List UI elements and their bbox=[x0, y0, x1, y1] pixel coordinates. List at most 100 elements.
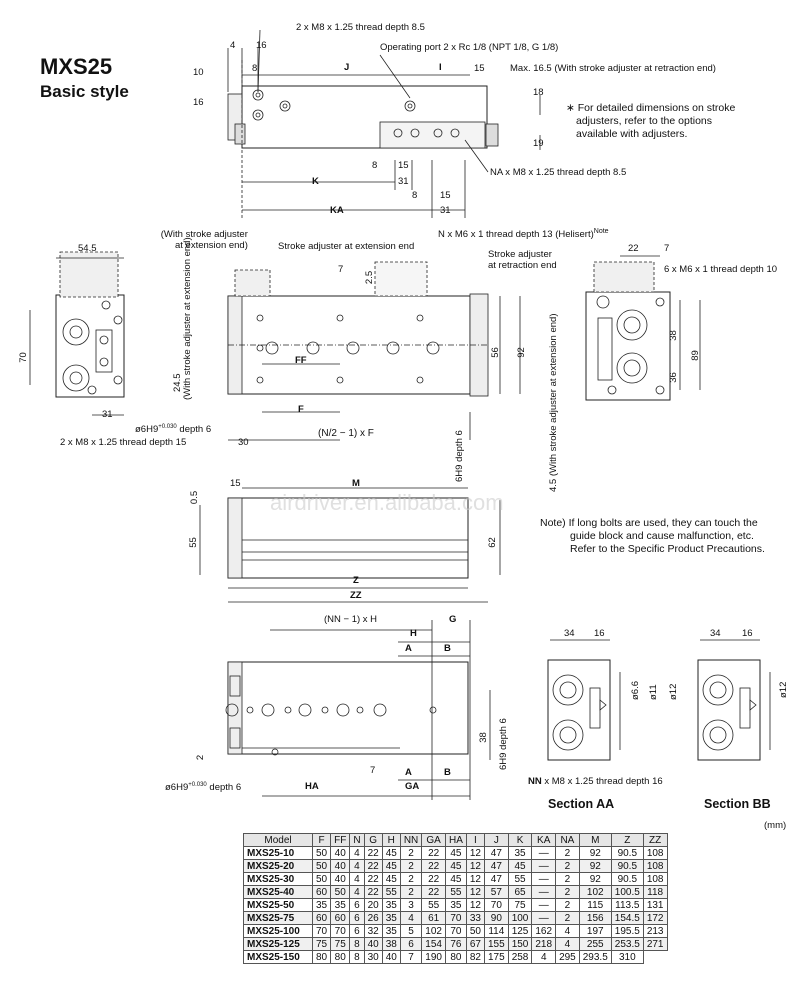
table-cell: 258 bbox=[507, 950, 533, 964]
dimension-table: Model F FF N G H NN GA HA I J K KA NA M … bbox=[243, 833, 668, 964]
table-cell: 38 bbox=[381, 937, 401, 951]
table-cell: 90.5 bbox=[610, 846, 644, 860]
table-cell: 35 bbox=[381, 924, 401, 938]
table-cell: 2 bbox=[399, 859, 423, 873]
table-cell: 60 bbox=[330, 911, 351, 925]
table-cell: 4 bbox=[555, 924, 580, 938]
table-cell: 255 bbox=[578, 937, 612, 951]
table-cell: 114 bbox=[484, 924, 509, 938]
table-cell: 35 bbox=[507, 846, 533, 860]
dim-nn-h: (NN − 1) x H bbox=[324, 614, 378, 625]
table-cell: — bbox=[531, 911, 557, 925]
col-i: I bbox=[465, 833, 486, 847]
bottom-view bbox=[225, 620, 491, 800]
nn-prefix: NN bbox=[528, 776, 542, 787]
dim-bottom-b: B bbox=[444, 643, 451, 654]
table-cell: 22 bbox=[421, 859, 446, 873]
table-cell: 4 bbox=[399, 911, 423, 925]
label-n-thread-note: Note bbox=[593, 228, 609, 235]
table-cell-model: MXS25-30 bbox=[243, 872, 313, 886]
table-cell: 75 bbox=[330, 937, 351, 951]
note-bolts-line-1: Note) If long bolts are used, they can t… bbox=[540, 517, 758, 529]
col-na: NA bbox=[555, 833, 580, 847]
table-cell: 190 bbox=[421, 950, 446, 964]
table-cell: 5 bbox=[399, 924, 423, 938]
table-cell: 22 bbox=[421, 885, 446, 899]
table-cell: 70 bbox=[330, 924, 351, 938]
table-cell: 2 bbox=[555, 898, 580, 912]
dim-mid-92: 92 bbox=[515, 347, 527, 358]
label-phi-6-6: ø6.6 bbox=[630, 680, 641, 700]
pin-hole-3-depth: depth 6 bbox=[209, 782, 242, 794]
dim-bottom-a: A bbox=[405, 643, 412, 654]
pin-hole-3-tol: +0.030 bbox=[188, 782, 207, 788]
dim-top-15b: 15 bbox=[398, 160, 409, 171]
table-cell: 22 bbox=[421, 846, 446, 860]
table-cell: 4 bbox=[349, 846, 365, 860]
note-line-1: ∗ For detailed dimensions on stroke bbox=[566, 102, 736, 114]
diagram-title: MXS25 Basic style bbox=[40, 54, 129, 102]
dim-top-8c: 8 bbox=[412, 190, 418, 201]
dim-bb-34: 34 bbox=[710, 628, 721, 639]
table-cell: 50 bbox=[330, 885, 351, 899]
table-cell-model: MXS25-10 bbox=[243, 846, 313, 860]
dim-mid-7: 7 bbox=[338, 264, 344, 275]
table-cell: 67 bbox=[465, 937, 486, 951]
table-cell: 35 bbox=[311, 898, 332, 912]
label-n-thread-text: N x M6 x 1 thread depth 13 (Helisert) bbox=[438, 229, 594, 241]
dim-lower-0-5: 0.5 bbox=[189, 490, 201, 505]
table-cell: 60 bbox=[311, 885, 332, 899]
label-with-adj-ext-vert: (With stroke adjuster at extension end) bbox=[182, 237, 193, 400]
table-cell: 162 bbox=[531, 924, 557, 938]
table-cell: 80 bbox=[444, 950, 467, 964]
label-phi-11: ø11 bbox=[648, 684, 659, 700]
table-cell: 4 bbox=[531, 950, 557, 964]
table-cell: 45 bbox=[381, 846, 401, 860]
table-cell: 47 bbox=[484, 872, 509, 886]
table-cell: 22 bbox=[421, 872, 446, 886]
table-cell: 6 bbox=[349, 911, 365, 925]
right-end-view bbox=[585, 255, 701, 401]
formula-2: 2 bbox=[331, 428, 337, 439]
col-ga: GA bbox=[421, 833, 446, 847]
dim-mid-7b: 7 bbox=[664, 243, 670, 254]
table-cell-model: MXS25-50 bbox=[243, 898, 313, 912]
dim-top-10: 10 bbox=[193, 67, 204, 78]
label-with-adj-ext-2: at extension end) bbox=[175, 240, 248, 251]
pin-hole-3-text: ø6H9 bbox=[165, 782, 189, 794]
table-unit: (mm) bbox=[764, 820, 787, 831]
label-phi-12a: ø12 bbox=[668, 683, 679, 700]
dim-lower-z: Z bbox=[353, 575, 359, 586]
table-cell: 80 bbox=[311, 950, 332, 964]
note-bolts-line-3: Refer to the Specific Product Precaution… bbox=[570, 543, 765, 555]
dim-bottom-h: H bbox=[410, 628, 417, 639]
table-cell: 55 bbox=[444, 885, 467, 899]
table-cell: 8 bbox=[349, 950, 365, 964]
table-cell-model: MXS25-150 bbox=[243, 950, 313, 964]
table-cell: 40 bbox=[330, 859, 351, 873]
label-operating-port: Operating port 2 x Rc 1/8 (NPT 1/8, G 1/… bbox=[380, 42, 559, 53]
dim-mid-22: 22 bbox=[628, 243, 639, 254]
dim-bottom-b2: B bbox=[444, 767, 451, 778]
pin-hole-4-text: 6H9 bbox=[498, 752, 509, 770]
note-bolts-line-2: guide block and cause malfunction, etc. bbox=[570, 530, 754, 542]
table-cell: 45 bbox=[444, 859, 467, 873]
label-adj-ext-end: Stroke adjuster at extension end bbox=[278, 241, 415, 252]
section-aa-drawing bbox=[547, 639, 621, 761]
table-cell: 50 bbox=[311, 846, 332, 860]
table-cell: 22 bbox=[363, 872, 383, 886]
table-cell: 35 bbox=[444, 898, 467, 912]
dim-mid-70: 70 bbox=[17, 352, 29, 363]
label-max-stroke: Max. 16.5 (With stroke adjuster at retra… bbox=[510, 63, 716, 74]
top-view bbox=[227, 29, 541, 220]
dim-bottom-a2: A bbox=[405, 767, 412, 778]
table-cell: 295 bbox=[555, 950, 580, 964]
side-view bbox=[199, 487, 501, 603]
table-cell: 12 bbox=[465, 885, 486, 899]
table-cell: 2 bbox=[555, 911, 580, 925]
label-with-adj-ext-1: (With stroke adjuster bbox=[160, 229, 248, 240]
dim-mid-36: 36 bbox=[667, 372, 679, 383]
